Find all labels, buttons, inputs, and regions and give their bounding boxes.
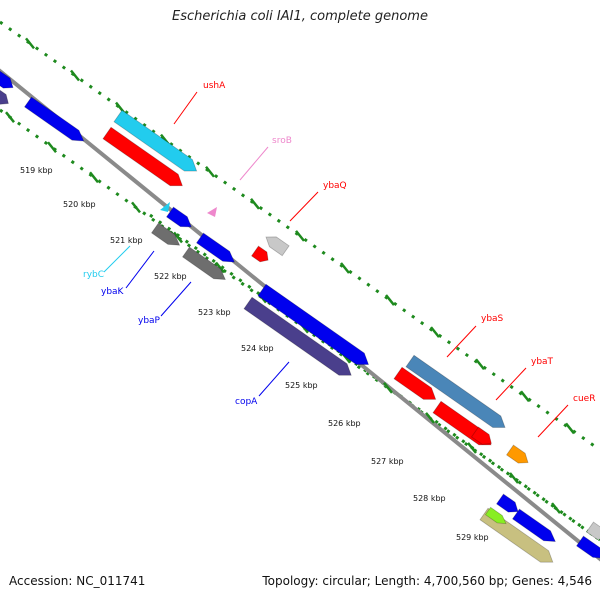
inner-dotted-guide xyxy=(0,108,600,542)
gene-arrow xyxy=(484,506,507,525)
gene-copA xyxy=(257,283,370,365)
tick-dash xyxy=(70,69,80,82)
kbp-tick-label: 528 kbp xyxy=(413,494,446,503)
gene-arrow xyxy=(24,96,85,142)
gene-label: ybaT xyxy=(531,357,554,367)
leader-line xyxy=(495,367,527,401)
gene-label: ybaQ xyxy=(323,181,347,191)
gene-arrow xyxy=(251,245,269,263)
gene-arrow xyxy=(586,521,600,540)
kbp-tick-label: 527 kbp xyxy=(371,457,404,466)
gene-label: ybaS xyxy=(481,314,504,324)
gene-arrow xyxy=(496,493,519,513)
topology-label: Topology: circular; Length: 4,700,560 bp… xyxy=(262,574,592,588)
gene-arrow xyxy=(512,508,556,542)
tick-dash xyxy=(89,171,99,184)
leader-line xyxy=(239,146,269,181)
leader-line xyxy=(103,245,131,273)
gene-label: ybaP xyxy=(138,316,161,326)
leader-line xyxy=(446,325,477,358)
gene-ybaS xyxy=(405,354,506,428)
tick-dash xyxy=(250,198,260,210)
kbp-tick-label: 523 kbp xyxy=(198,308,231,317)
gene-arrow xyxy=(196,232,236,263)
tick-dash xyxy=(425,412,435,424)
gene-arrow xyxy=(0,86,9,105)
tick-dash xyxy=(385,294,395,306)
tick-dash xyxy=(520,390,530,403)
tick-dash xyxy=(383,382,393,394)
kbp-tick-label: 522 kbp xyxy=(154,272,187,281)
tick-dash xyxy=(205,165,215,178)
tick-dash xyxy=(5,111,15,123)
leader-line xyxy=(258,361,290,397)
gene-arrow xyxy=(576,535,600,559)
tick-dash xyxy=(173,231,183,244)
gene-arrow xyxy=(182,246,226,280)
kbp-tick-label: 520 kbp xyxy=(63,200,96,209)
leader-line xyxy=(537,404,569,438)
kbp-tick-label: 526 kbp xyxy=(328,419,361,428)
tick-dash xyxy=(47,141,57,154)
accession-label: Accession: NC_011741 xyxy=(9,574,146,588)
gene-cueR xyxy=(506,444,529,464)
kbp-tick-label: 524 kbp xyxy=(241,344,274,353)
gene-label: ushA xyxy=(203,81,226,91)
gene-ushA xyxy=(113,109,198,172)
gene-arrow xyxy=(151,222,181,246)
tick-dash xyxy=(475,358,485,371)
gene-arrow xyxy=(471,426,492,445)
leader-line xyxy=(125,250,155,289)
gene-ybaQ xyxy=(265,236,290,257)
gene-label: copA xyxy=(235,397,258,407)
upper-dotted-guide xyxy=(0,20,600,452)
tick-dash xyxy=(25,37,35,50)
leader-line xyxy=(160,281,192,317)
gene-arrow xyxy=(0,69,14,89)
kbp-tick-label: 519 kbp xyxy=(20,166,53,175)
kbp-tick-label: 529 kbp xyxy=(456,533,489,542)
leader-line xyxy=(289,191,319,222)
tick-dash xyxy=(430,326,440,338)
tick-dash xyxy=(215,261,225,274)
gene-label: cueR xyxy=(573,394,595,404)
gene-label: ybaK xyxy=(101,287,125,297)
tick-dash xyxy=(467,442,477,454)
tick-dash xyxy=(340,262,350,274)
gene-arrow xyxy=(243,296,352,376)
gene-label: sroB xyxy=(272,136,292,146)
tick-dash xyxy=(131,201,141,214)
gene-arrow xyxy=(166,206,192,228)
tick-dash xyxy=(295,230,305,242)
kbp-tick-label: 521 kbp xyxy=(110,236,143,245)
kbp-tick-label: 525 kbp xyxy=(285,381,318,390)
rybC-marker xyxy=(160,202,170,212)
gene-arrow xyxy=(393,366,437,400)
sroB-marker xyxy=(207,207,217,217)
leader-line xyxy=(173,91,198,125)
tick-dash xyxy=(565,422,575,435)
gene-arrow xyxy=(102,126,183,187)
tick-dash xyxy=(509,472,519,484)
tick-dash xyxy=(551,502,561,514)
gene-label: rybC xyxy=(83,270,104,280)
map-title: Escherichia coli IAI1, complete genome xyxy=(172,9,428,24)
